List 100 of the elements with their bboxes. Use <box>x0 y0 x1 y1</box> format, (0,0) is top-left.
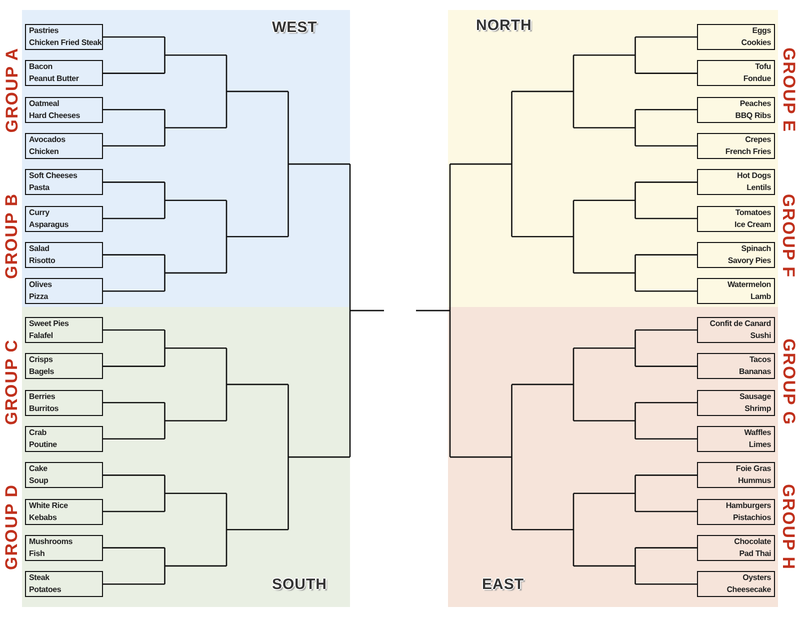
group-label: GROUP G <box>779 338 797 426</box>
food-name: Hamburgers <box>724 500 771 510</box>
food-name: Bagels <box>29 367 56 378</box>
food-name: Falafel <box>29 331 54 341</box>
food-name: White Rice <box>29 500 69 510</box>
matchup-box <box>697 132 775 159</box>
food-name: BBQ Ribs <box>734 110 771 121</box>
food-name: Pad Thai <box>738 548 771 559</box>
food-name: Cheesecake <box>726 585 771 596</box>
region-title: NORTH <box>476 18 532 34</box>
matchup-box <box>697 24 775 50</box>
food-name: Eggs <box>751 26 771 36</box>
region-title: EAST <box>482 577 524 593</box>
food-name: Foie Gras <box>734 464 771 474</box>
food-name: Potatoes <box>29 585 62 596</box>
food-name: Tomatoes <box>734 208 771 218</box>
food-name: Peaches <box>738 98 771 109</box>
food-name: Spinach <box>740 244 771 254</box>
food-name: Sausage <box>738 392 771 402</box>
food-name: Savory Pies <box>726 256 771 266</box>
food-name: Burritos <box>29 404 60 414</box>
group-label: GROUP B <box>3 192 22 280</box>
food-name: Shrimp <box>744 404 771 414</box>
matchup-box <box>697 242 775 268</box>
matchup-box <box>25 317 103 343</box>
food-name: Watermelon <box>726 280 771 290</box>
food-name: Waffles <box>743 428 771 438</box>
food-name: Sweet Pies <box>29 319 70 329</box>
matchup-box <box>25 462 103 488</box>
matchup-box <box>697 462 775 488</box>
food-name: Crisps <box>29 355 54 366</box>
food-name: Hummus <box>736 476 771 486</box>
matchup-box <box>25 242 103 268</box>
food-name: Peanut Butter <box>29 74 80 84</box>
matchup-box <box>697 169 775 196</box>
matchup-box <box>697 206 775 232</box>
group-label: GROUP F <box>779 194 798 278</box>
food-name: Steak <box>29 573 50 584</box>
food-name: Berries <box>29 392 56 402</box>
matchup-box <box>25 571 103 598</box>
matchup-box <box>25 132 103 159</box>
food-name: Soft Cheeses <box>29 171 78 182</box>
matchup-box <box>25 169 103 196</box>
matchup-box <box>25 498 103 524</box>
region-title: SOUTH <box>272 577 327 593</box>
food-name: Avocados <box>29 134 66 145</box>
matchup-box <box>25 206 103 232</box>
matchup-box <box>697 498 775 524</box>
matchup-box <box>697 571 775 598</box>
matchup-box <box>697 278 775 304</box>
matchup-box <box>25 390 103 416</box>
food-name: Hot Dogs <box>736 171 771 182</box>
food-name: Cookies <box>740 38 771 48</box>
group-label: GROUP H <box>779 484 798 570</box>
group-label: GROUP E <box>779 47 798 133</box>
food-name: Pasta <box>29 183 51 194</box>
matchup-box <box>697 60 775 86</box>
food-name: Mushrooms <box>29 536 74 547</box>
food-name: Tacos <box>748 355 771 366</box>
matchup-box <box>25 534 103 561</box>
food-name: Crab <box>29 428 48 438</box>
food-name: Soup <box>29 476 50 486</box>
food-name: Pistachios <box>732 512 771 522</box>
region-title: WEST <box>272 20 318 36</box>
food-name: Confit de Canard <box>708 319 771 329</box>
matchup-box <box>25 60 103 86</box>
food-name: Tofu <box>754 62 771 72</box>
region-panel <box>448 10 778 307</box>
food-name: Chocolate <box>733 536 771 547</box>
food-name: Oatmeal <box>29 98 60 109</box>
matchup-box <box>25 353 103 380</box>
food-name: Kebabs <box>29 512 58 522</box>
food-name: Salad <box>29 244 50 254</box>
food-name: Crepes <box>744 134 771 145</box>
food-name: French Fries <box>724 146 771 157</box>
matchup-box <box>697 96 775 123</box>
group-label: GROUP D <box>3 484 22 570</box>
matchup-box <box>25 24 103 50</box>
food-name: Hard Cheeses <box>29 110 81 121</box>
group-label: GROUP A <box>3 47 22 133</box>
food-name: Asparagus <box>29 220 70 230</box>
food-name: Risotto <box>29 256 56 266</box>
food-name: Cake <box>29 464 48 474</box>
food-name: Pastries <box>29 26 60 36</box>
food-name: Curry <box>29 208 50 218</box>
matchup-box <box>697 317 775 343</box>
food-name: Oysters <box>742 573 771 584</box>
region-panel <box>22 10 350 307</box>
food-name: Fish <box>29 548 46 559</box>
matchup-box <box>25 278 103 304</box>
food-name: Limes <box>748 440 771 450</box>
matchup-box <box>697 426 775 452</box>
food-name: Sushi <box>749 331 771 341</box>
region-panel <box>22 307 350 607</box>
matchup-box <box>697 390 775 416</box>
region-panel <box>448 307 778 607</box>
food-name: Bacon <box>29 62 54 72</box>
food-name: Ice Cream <box>734 220 771 230</box>
food-name: Chicken <box>29 146 60 157</box>
food-name: Lentils <box>746 183 771 194</box>
